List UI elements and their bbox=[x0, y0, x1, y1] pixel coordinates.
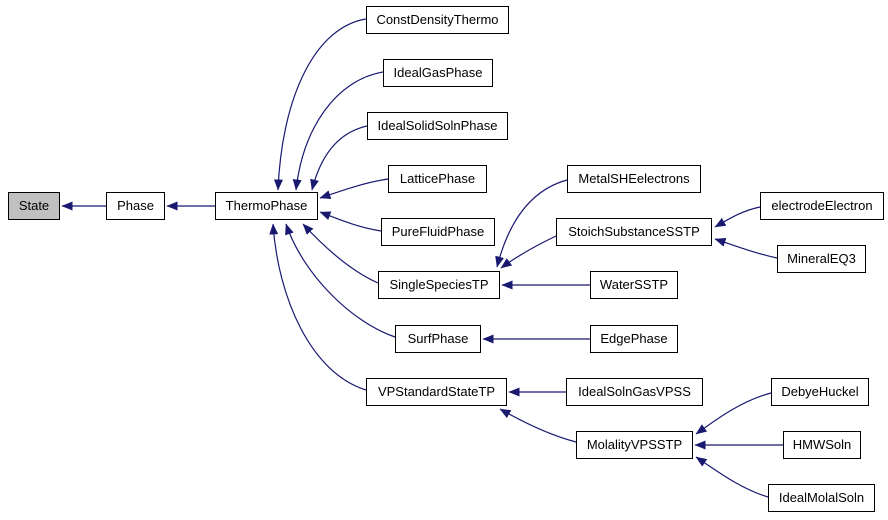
class-node-label: MetalSHEelectrons bbox=[578, 171, 690, 186]
class-node-label: ConstDensityThermo bbox=[376, 12, 499, 27]
class-node-ConstDensityThermo[interactable]: ConstDensityThermo bbox=[366, 6, 509, 34]
class-node-IdealSolnGasVPSS[interactable]: IdealSolnGasVPSS bbox=[566, 378, 703, 406]
edge-MetalSHEelectrons-to-SingleSpeciesTP bbox=[495, 179, 568, 268]
class-node-HMWSoln[interactable]: HMWSoln bbox=[783, 431, 861, 459]
class-node-ThermoPhase[interactable]: ThermoPhase bbox=[215, 192, 318, 220]
edge-IdealMolalSoln-to-MolalityVPSSTP bbox=[695, 456, 769, 498]
class-node-label: DebyeHuckel bbox=[781, 384, 859, 399]
class-node-State: State bbox=[8, 192, 60, 220]
class-node-label: electrodeElectron bbox=[771, 198, 873, 213]
class-node-label: LatticePhase bbox=[399, 171, 476, 186]
class-node-LatticePhase[interactable]: LatticePhase bbox=[388, 165, 487, 193]
class-node-label: EdgePhase bbox=[600, 331, 668, 346]
class-node-EdgePhase[interactable]: EdgePhase bbox=[590, 325, 678, 353]
class-node-label: StoichSubstanceSSTP bbox=[568, 224, 700, 239]
class-node-MolalityVPSSTP[interactable]: MolalityVPSSTP bbox=[576, 431, 693, 459]
class-node-label: IdealGasPhase bbox=[393, 65, 483, 80]
class-node-label: MineralEQ3 bbox=[787, 251, 856, 266]
class-node-IdealSolidSolnPhase[interactable]: IdealSolidSolnPhase bbox=[367, 112, 508, 140]
class-node-DebyeHuckel[interactable]: DebyeHuckel bbox=[771, 378, 869, 406]
class-node-label: SingleSpeciesTP bbox=[389, 277, 489, 292]
edge-ConstDensityThermo-to-ThermoPhase bbox=[273, 18, 367, 191]
class-node-label: Phase bbox=[117, 198, 154, 213]
edge-VPStandardStateTP-to-ThermoPhase bbox=[269, 223, 367, 391]
class-node-label: ThermoPhase bbox=[225, 198, 308, 213]
edge-SurfPhase-to-ThermoPhase bbox=[285, 223, 396, 338]
edge-electrodeElectron-to-StoichSubstanceSSTP bbox=[714, 206, 761, 228]
class-node-Phase[interactable]: Phase bbox=[106, 192, 165, 220]
class-node-MineralEQ3[interactable]: MineralEQ3 bbox=[777, 245, 866, 273]
class-node-SurfPhase[interactable]: SurfPhase bbox=[395, 325, 481, 353]
class-node-VPStandardStateTP[interactable]: VPStandardStateTP bbox=[366, 378, 507, 406]
class-node-IdealMolalSoln[interactable]: IdealMolalSoln bbox=[768, 484, 875, 512]
class-node-label: WaterSSTP bbox=[599, 277, 669, 292]
class-node-label: State bbox=[18, 198, 50, 213]
class-node-MetalSHEelectrons[interactable]: MetalSHEelectrons bbox=[567, 165, 701, 193]
class-node-StoichSubstanceSSTP[interactable]: StoichSubstanceSSTP bbox=[556, 218, 712, 246]
class-node-WaterSSTP[interactable]: WaterSSTP bbox=[590, 271, 678, 299]
class-node-label: HMWSoln bbox=[792, 437, 852, 452]
edge-StoichSubstanceSSTP-to-SingleSpeciesTP bbox=[500, 235, 557, 269]
edge-IdealSolidSolnPhase-to-ThermoPhase bbox=[310, 125, 368, 191]
class-node-label: IdealMolalSoln bbox=[778, 490, 865, 505]
class-node-label: SurfPhase bbox=[407, 331, 469, 346]
edge-DebyeHuckel-to-MolalityVPSSTP bbox=[695, 392, 772, 435]
class-node-label: IdealSolidSolnPhase bbox=[377, 118, 498, 133]
edge-IdealGasPhase-to-ThermoPhase bbox=[292, 71, 384, 191]
edge-SingleSpeciesTP-to-ThermoPhase bbox=[302, 223, 379, 284]
class-node-PureFluidPhase[interactable]: PureFluidPhase bbox=[381, 218, 495, 246]
class-node-label: MolalityVPSSTP bbox=[586, 437, 683, 452]
class-node-IdealGasPhase[interactable]: IdealGasPhase bbox=[383, 59, 493, 87]
edge-MineralEQ3-to-StoichSubstanceSSTP bbox=[714, 238, 778, 259]
edge-LatticePhase-to-ThermoPhase bbox=[319, 178, 389, 199]
class-node-label: VPStandardStateTP bbox=[377, 384, 496, 399]
edge-PureFluidPhase-to-ThermoPhase bbox=[319, 211, 382, 232]
class-node-label: IdealSolnGasVPSS bbox=[578, 384, 691, 399]
class-node-label: PureFluidPhase bbox=[391, 224, 485, 239]
class-node-SingleSpeciesTP[interactable]: SingleSpeciesTP bbox=[378, 271, 500, 299]
class-node-electrodeElectron[interactable]: electrodeElectron bbox=[760, 192, 884, 220]
edge-MolalityVPSSTP-to-VPStandardStateTP bbox=[499, 408, 577, 443]
